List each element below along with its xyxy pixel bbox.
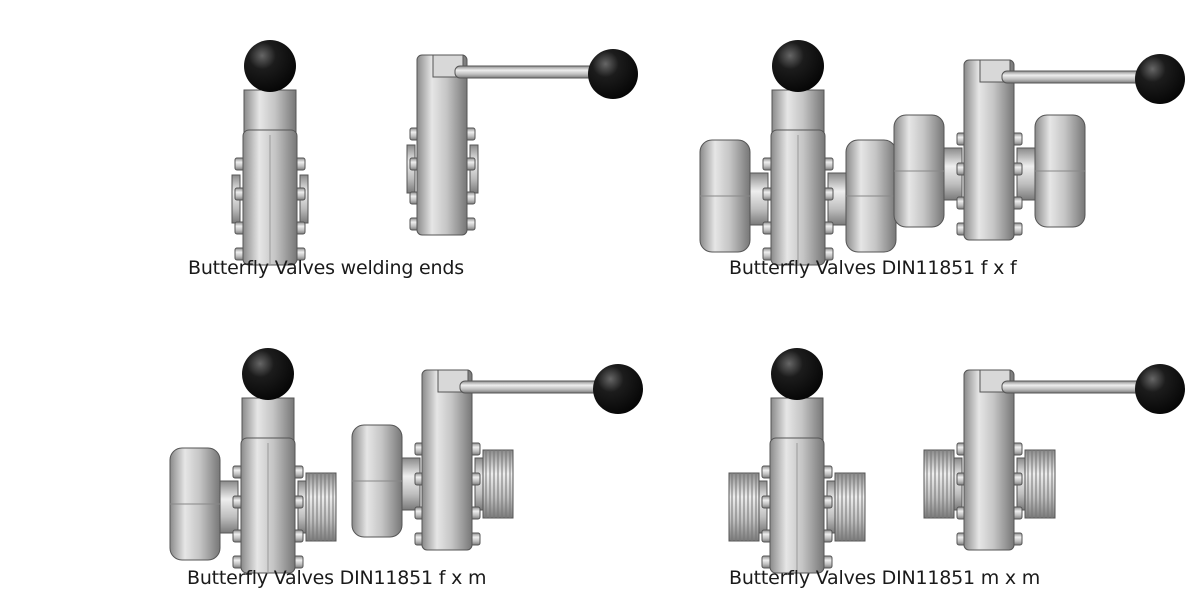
valve-front-view — [728, 348, 866, 574]
valve-side-view — [406, 49, 638, 236]
caption-din11851-mxm: Butterfly Valves DIN11851 m x m — [729, 567, 1041, 589]
handle-knob-icon — [593, 364, 643, 414]
handle-knob-icon — [771, 348, 823, 400]
handle-knob-icon — [244, 40, 296, 92]
caption-din11851-fxm: Butterfly Valves DIN11851 f x m — [187, 567, 487, 589]
handle-lever — [1001, 70, 1153, 84]
handle-knob-icon — [1135, 54, 1185, 104]
valve-body — [416, 54, 468, 236]
handle-lever — [454, 65, 606, 79]
valve-front-view — [169, 348, 337, 574]
valve-body — [963, 59, 1015, 241]
handle-lever — [459, 380, 611, 394]
valve-front-view — [699, 40, 897, 266]
valve-side-view — [351, 364, 643, 551]
caption-welding-ends: Butterfly Valves welding ends — [188, 257, 464, 279]
caption-din11851-fxf: Butterfly Valves DIN11851 f x f — [729, 257, 1017, 279]
handle-lever — [1001, 380, 1153, 394]
valve-body — [421, 369, 473, 551]
valve-front-view — [231, 40, 309, 266]
valve-side-view — [923, 364, 1185, 551]
valve-side-view — [893, 54, 1185, 241]
handle-knob-icon — [772, 40, 824, 92]
handle-knob-icon — [1135, 364, 1185, 414]
handle-knob-icon — [588, 49, 638, 99]
handle-knob-icon — [242, 348, 294, 400]
valve-body — [963, 369, 1015, 551]
